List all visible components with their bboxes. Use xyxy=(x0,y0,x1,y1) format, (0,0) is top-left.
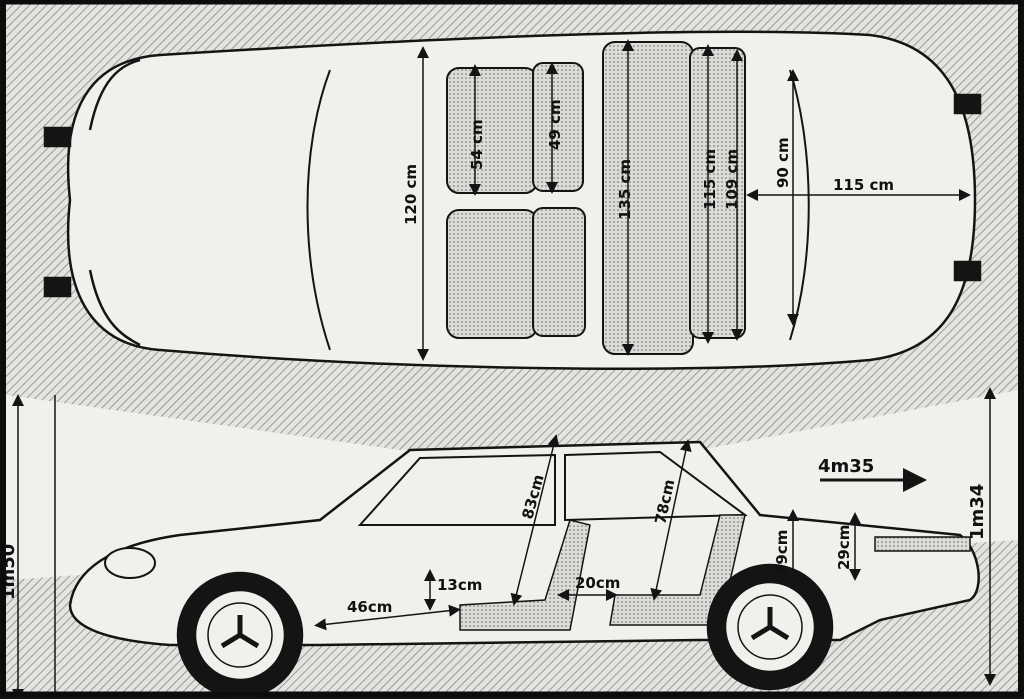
label-legroom-front: 46cm xyxy=(347,598,392,616)
label-length: 4m35 xyxy=(818,456,874,477)
label-legroom-rear: 20cm xyxy=(575,574,620,592)
label-front-seat-depth: 54 cm xyxy=(468,119,486,170)
car-body-top xyxy=(66,30,977,370)
rear-wheel xyxy=(706,563,834,691)
top-view xyxy=(43,30,982,370)
label-rear-seat-width: 115 cm xyxy=(701,149,719,210)
label-trunk-width: 115 cm xyxy=(833,176,894,194)
label-trunk-height: 39cm xyxy=(773,530,791,575)
side-view xyxy=(12,387,996,699)
label-seat-height: 13cm xyxy=(437,576,482,594)
front-wheel xyxy=(176,571,304,699)
label-height-right: 1m34 xyxy=(967,484,988,540)
label-trunk-lid: 29cm xyxy=(835,525,853,570)
label-trunk-depth: 90 cm xyxy=(774,137,792,188)
label-interior-width: 120 cm xyxy=(402,164,420,225)
label-rear-width: 135 cm xyxy=(616,159,634,220)
label-rear-bench-width: 109 cm xyxy=(723,149,741,210)
label-front-seat-back: 49 cm xyxy=(546,99,564,150)
